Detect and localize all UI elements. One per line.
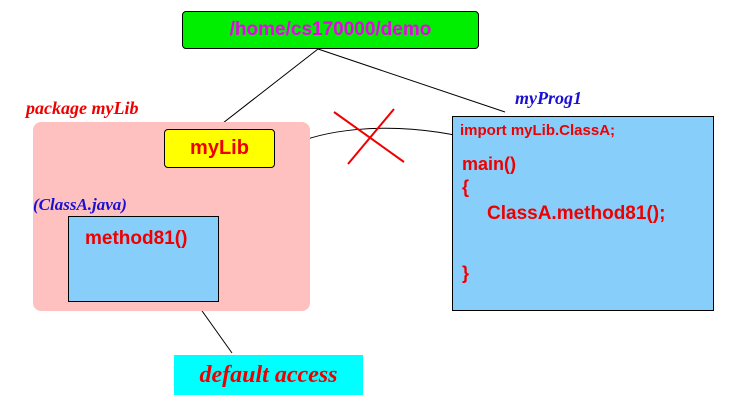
mylib-node: myLib — [164, 129, 275, 168]
code-line: main() — [462, 154, 516, 174]
mylib-label: myLib — [190, 137, 249, 159]
class-file-label: (ClassA.java) — [33, 195, 127, 214]
code-line: ClassA.method81(); — [487, 203, 666, 224]
tree-line-dir-to-mylib — [213, 48, 319, 131]
class-box: method81() — [68, 216, 219, 302]
directory-node: /home/cs170000/demo — [182, 11, 479, 49]
access-note: default access — [174, 355, 363, 395]
code-line: { — [462, 177, 470, 197]
tree-line-dir-to-myprog1 — [317, 48, 506, 113]
method-label: method81() — [85, 228, 188, 249]
program-label: myProg1 — [515, 88, 582, 108]
directory-label: /home/cs170000/demo — [229, 19, 432, 40]
code-line: } — [462, 263, 470, 283]
code-line: import myLib.ClassA; — [460, 122, 616, 139]
program-box: import myLib.ClassA; main() { ClassA.met… — [452, 116, 714, 311]
access-note-label: default access — [199, 361, 338, 388]
package-label: package myLib — [26, 98, 139, 118]
